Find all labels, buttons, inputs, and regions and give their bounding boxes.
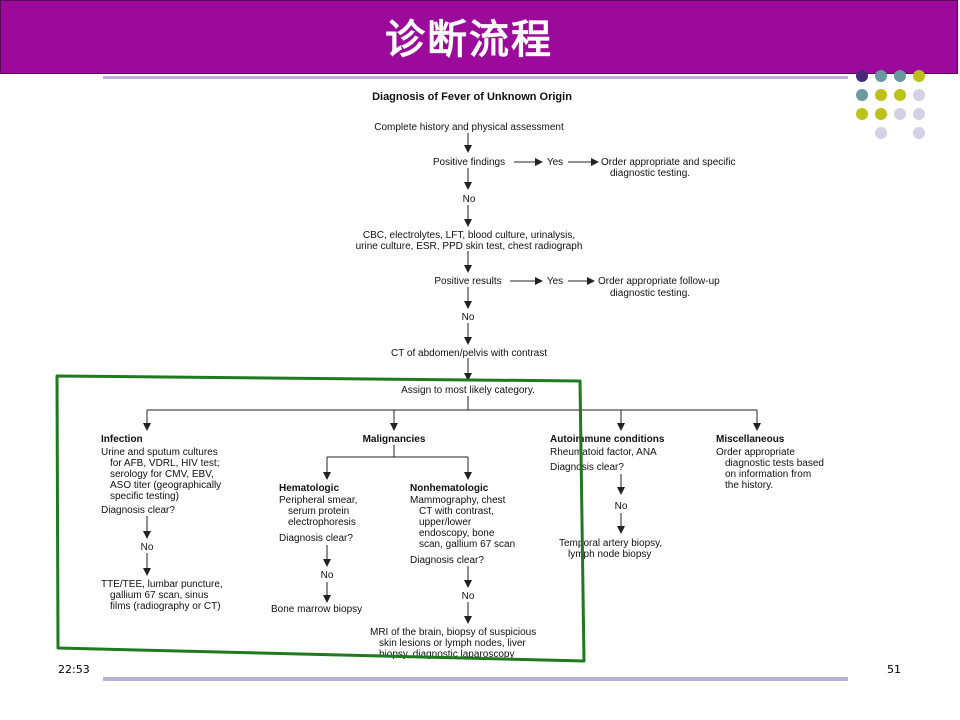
infection-test-line: serology for CMV, EBV, [110, 469, 214, 480]
autoimmune-next-line: Temporal artery biopsy, [559, 538, 662, 549]
decoration-dot [894, 108, 906, 120]
no-label: No [462, 312, 475, 323]
decoration-dot [856, 70, 868, 82]
ct-step: CT of abdomen/pelvis with contrast [391, 348, 547, 359]
hematologic-heading: Hematologic [279, 483, 339, 494]
labs-line: urine culture, ESR, PPD skin test, chest… [356, 241, 583, 252]
infection-test-line: ASO titer (geographically [110, 480, 221, 491]
hematologic-test-line: serum protein [288, 506, 349, 517]
nonhematologic-test-line: endoscopy, bone [419, 528, 495, 539]
flowchart-title: Diagnosis of Fever of Unknown Origin [372, 91, 572, 103]
misc-test-line: the history. [725, 480, 773, 491]
no-label: No [141, 542, 154, 553]
infection-test-line: specific testing) [110, 491, 179, 502]
hematologic-test-line: Peripheral smear, [279, 495, 357, 506]
decoration-dot [913, 108, 925, 120]
positive-findings-label: Positive findings [433, 157, 505, 168]
miscellaneous-heading: Miscellaneous [716, 434, 785, 445]
order-line: Order appropriate follow-up [598, 276, 720, 287]
hematologic-clear: Diagnosis clear? [279, 533, 353, 544]
footer-timestamp: 22:53 [58, 663, 90, 676]
decoration-dot [856, 89, 868, 101]
decoration-dot [856, 108, 868, 120]
infection-heading: Infection [101, 434, 143, 445]
highlight-box [55, 374, 586, 663]
decoration-dot [875, 127, 887, 139]
misc-test-line: on information from [725, 469, 811, 480]
decoration-dot [875, 108, 887, 120]
assign-step: Assign to most likely category. [401, 385, 535, 396]
positive-results-label: Positive results [434, 276, 501, 287]
labs-line: CBC, electrolytes, LFT, blood culture, u… [363, 230, 575, 241]
decoration-dot [894, 89, 906, 101]
no-label: No [615, 501, 628, 512]
yes-label: Yes [547, 276, 563, 287]
yes-label: Yes [547, 157, 563, 168]
nonhematologic-test-line: upper/lower [419, 517, 472, 528]
nonhematologic-test-line: CT with contrast, [419, 506, 494, 517]
no-label: No [462, 591, 475, 602]
slide-title: 诊断流程 [385, 17, 553, 63]
autoimmune-next-line: lymph node biopsy [568, 549, 651, 560]
nonhematologic-next-line: MRI of the brain, biopsy of suspicious [370, 627, 536, 638]
nonhematologic-test-line: Mammography, chest [410, 495, 506, 506]
top-rule [103, 76, 848, 79]
hematologic-test-line: electrophoresis [288, 517, 356, 528]
malignancies-heading: Malignancies [363, 434, 426, 445]
infection-test-line: Urine and sputum cultures [101, 447, 218, 458]
nonhematologic-next-line: biopsy, diagnostic laparoscopy [379, 649, 514, 660]
decoration-dot [913, 127, 925, 139]
infection-next-line: gallium 67 scan, sinus [110, 590, 208, 601]
decoration-dot [913, 89, 925, 101]
infection-next-line: films (radiography or CT) [110, 601, 221, 612]
bottom-rule [103, 677, 848, 681]
decoration-dot [913, 70, 925, 82]
title-bar: 诊断流程 [0, 0, 958, 74]
misc-test-line: Order appropriate [716, 447, 795, 458]
nonhematologic-heading: Nonhematologic [410, 483, 489, 494]
order-line: diagnostic testing. [610, 168, 690, 179]
footer-page-number: 51 [887, 663, 901, 676]
no-label: No [321, 570, 334, 581]
autoimmune-clear: Diagnosis clear? [550, 462, 624, 473]
decoration-dot [875, 70, 887, 82]
step-history: Complete history and physical assessment [374, 122, 564, 133]
nonhematologic-clear: Diagnosis clear? [410, 555, 484, 566]
autoimmune-heading: Autoimmune conditions [550, 434, 665, 445]
misc-test-line: diagnostic tests based [725, 458, 824, 469]
infection-test-line: for AFB, VDRL, HIV test; [110, 458, 219, 469]
nonhematologic-next-line: skin lesions or lymph nodes, liver [379, 638, 526, 649]
infection-clear: Diagnosis clear? [101, 505, 175, 516]
infection-next-line: TTE/TEE, lumbar puncture, [101, 579, 223, 590]
decoration-dot [894, 70, 906, 82]
order-line: Order appropriate and specific [601, 157, 736, 168]
nonhematologic-test-line: scan, gallium 67 scan [419, 539, 515, 550]
decoration-dot [875, 89, 887, 101]
no-label: No [463, 194, 476, 205]
autoimmune-tests: Rheumatoid factor, ANA [550, 447, 657, 458]
order-line: diagnostic testing. [610, 288, 690, 299]
hematologic-next: Bone marrow biopsy [271, 604, 362, 615]
